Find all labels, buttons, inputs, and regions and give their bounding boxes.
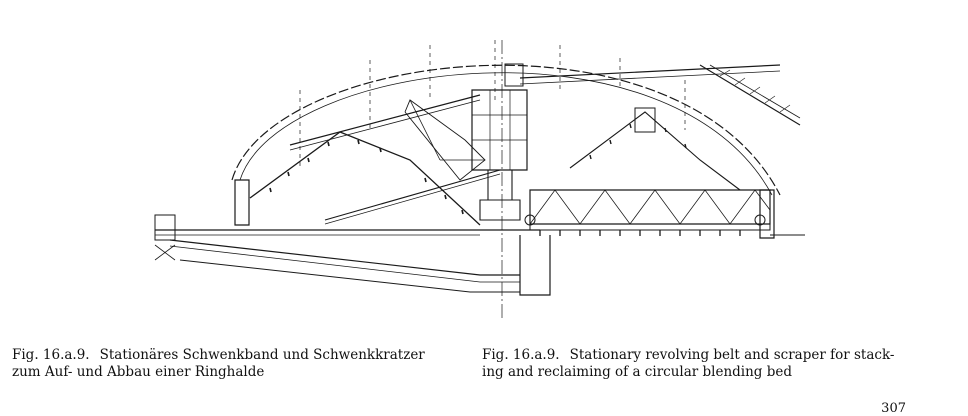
right-stockpile <box>570 112 740 190</box>
caption-en-line2: ing and reclaiming of a circular blendin… <box>482 364 793 380</box>
caption-de-line2: zum Auf- und Abbau einer Ringhalde <box>12 364 265 380</box>
dome-frame <box>300 40 685 170</box>
page-number: 307 <box>881 401 906 416</box>
right-column <box>760 190 774 238</box>
figure-label-en: Fig. 16.a.9. <box>482 347 560 363</box>
dome-roof-outer <box>232 65 780 195</box>
left-hopper <box>155 215 175 240</box>
caption-english: Fig. 16.a.9. Stationary revolving belt an… <box>482 347 922 381</box>
left-stockpile <box>250 132 480 225</box>
scraper-boom <box>325 170 500 220</box>
reclaim-conveyor <box>170 240 520 275</box>
stacker-truss <box>405 100 485 180</box>
stacker-boom-lower <box>290 100 480 150</box>
central-tower <box>472 90 527 170</box>
caption-en-line1: Stationary revolving belt and scraper fo… <box>569 347 895 363</box>
figure-label-de: Fig. 16.a.9. <box>12 347 90 363</box>
foundation <box>520 235 550 295</box>
technical-drawing <box>140 20 820 325</box>
truss-diagonals <box>530 190 770 224</box>
stockpile-texture <box>270 140 463 214</box>
stacker-boom-upper <box>290 95 480 145</box>
caption-german: Fig. 16.a.9. Stationäres Schwenkband und … <box>12 347 452 381</box>
feed-conveyor <box>520 65 780 78</box>
caption-de-line1: Stationäres Schwenkband und Schwenkkratz… <box>99 347 425 363</box>
left-column <box>235 180 249 225</box>
dome-roof-inner <box>240 73 772 195</box>
